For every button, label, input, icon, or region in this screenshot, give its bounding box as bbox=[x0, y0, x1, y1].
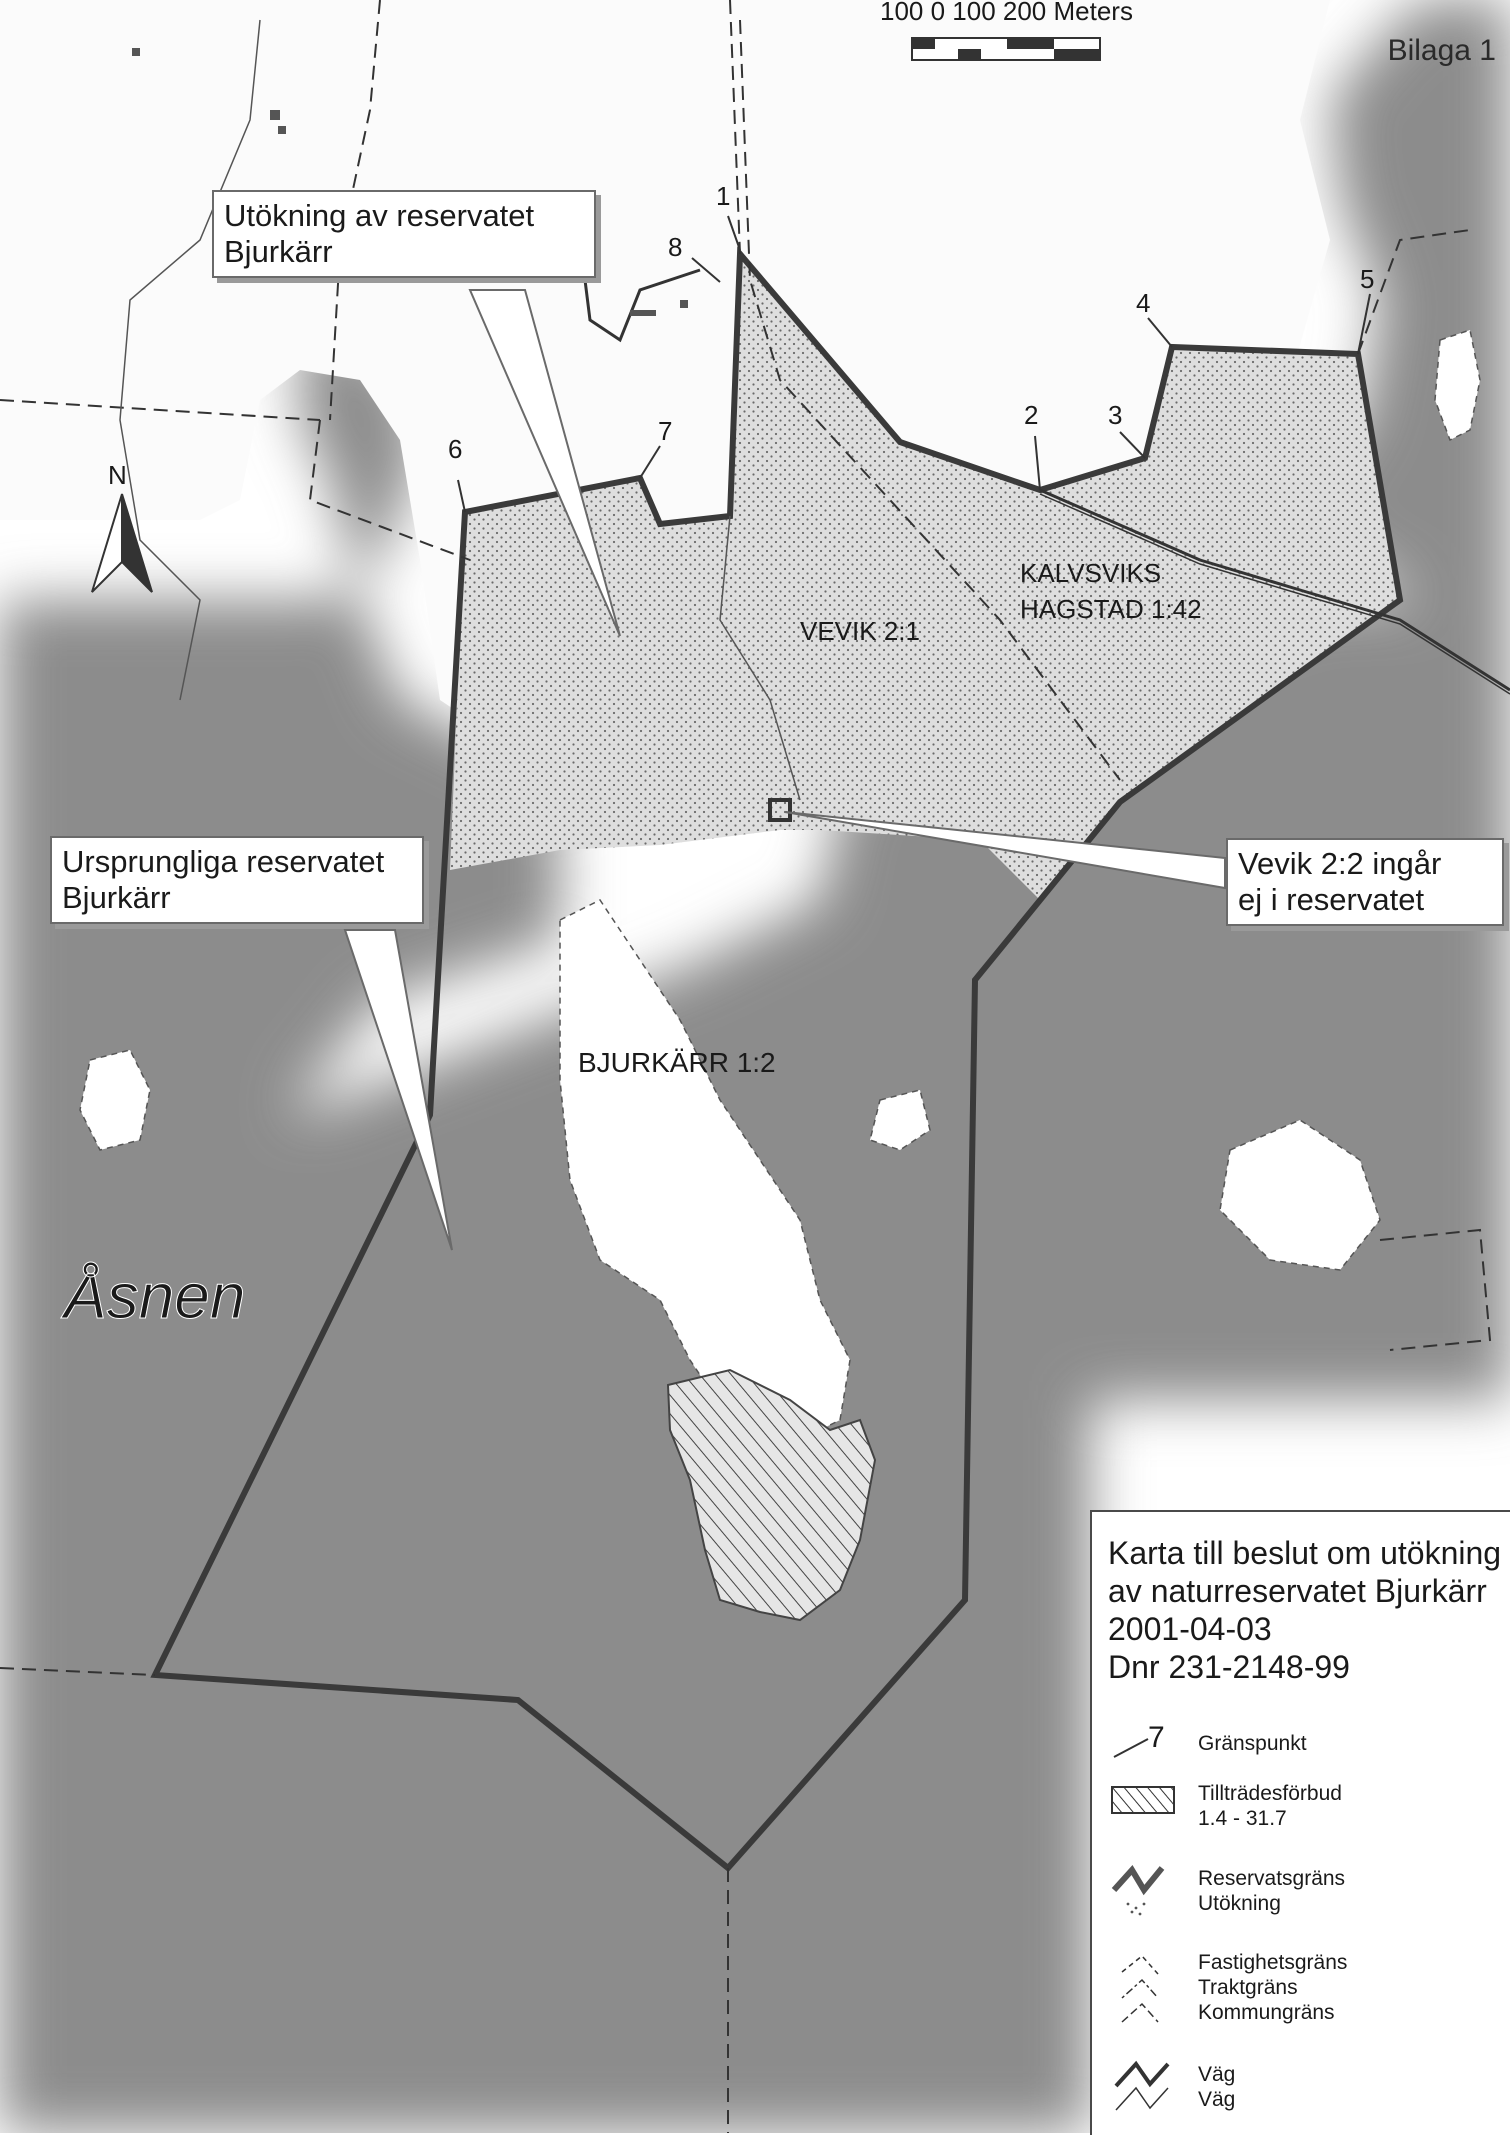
boundary-point-8: 8 bbox=[668, 232, 682, 262]
legend-title: Karta till beslut om utökning av naturre… bbox=[1108, 1535, 1502, 1685]
expansion-area bbox=[450, 254, 1400, 900]
legend-access-prohibition-label: Tillträdesförbud 1.4 - 31.7 bbox=[1198, 1782, 1342, 1830]
legend-item-boundary-point: 7 Gränspunkt bbox=[1108, 1721, 1508, 1767]
boundary-point-6: 6 bbox=[448, 434, 462, 464]
legend-reserve-boundary-label: Reservatsgräns Utökning bbox=[1198, 1867, 1346, 1915]
boundary-point-7: 7 bbox=[658, 416, 672, 446]
buildings bbox=[132, 48, 792, 822]
boundary-point-3: 3 bbox=[1108, 400, 1122, 430]
vevik22-callout-pointer bbox=[784, 811, 1226, 890]
callout-expansion: Utökning av reservatet Bjurkärr bbox=[212, 190, 596, 278]
place-name-kalvsviks-line1: KALVSVIKS bbox=[1020, 558, 1161, 588]
road-symbol bbox=[1114, 2060, 1170, 2111]
north-arrow: N bbox=[91, 460, 153, 593]
legend-boundary-point-label: Gränspunkt bbox=[1198, 1732, 1307, 1755]
boundary-point-4: 4 bbox=[1136, 288, 1150, 318]
streams bbox=[119, 19, 801, 801]
place-name-bjurkarr12: BJURKÄRR 1:2 bbox=[578, 1047, 776, 1078]
callout-vevik22: Vevik 2:2 ingår ej i reservatet bbox=[1226, 838, 1504, 926]
legend-item-reserve-boundary: Reservatsgräns Utökning bbox=[1108, 1862, 1508, 1922]
callout-original: Ursprungliga reservatet Bjurkärr bbox=[50, 836, 424, 924]
scale-bar-label: 100 0 100 200 Meters bbox=[880, 0, 1133, 26]
document-label: Bilaga 1 bbox=[1387, 34, 1496, 67]
boundary-point-5: 5 bbox=[1360, 264, 1374, 294]
legend-boundary-point-number: 7 bbox=[1148, 1721, 1165, 1754]
reserve-boundary-symbol bbox=[1111, 1864, 1165, 1916]
legend: Karta till beslut om utökning av naturre… bbox=[1090, 1510, 1510, 2135]
place-name-vevik21: VEVIK 2:1 bbox=[800, 616, 920, 646]
scale-bar: 100 0 100 200 Meters bbox=[880, 0, 1133, 61]
hatch-symbol bbox=[1111, 1786, 1175, 1814]
boundary-point-2: 2 bbox=[1024, 400, 1038, 430]
place-name-kalvsviks-line2: HAGSTAD 1:42 bbox=[1020, 594, 1202, 624]
boundary-point-numbers: 1 2 3 4 5 6 7 8 bbox=[448, 181, 1374, 464]
north-arrow-label: N bbox=[108, 460, 127, 490]
legend-boundaries-label: Fastighetsgräns Traktgräns Kommungräns bbox=[1198, 1951, 1348, 2024]
legend-item-access-prohibition: Tillträdesförbud 1.4 - 31.7 bbox=[1108, 1777, 1508, 1837]
lake-name-asnen: Åsnen bbox=[60, 1260, 245, 1332]
access-prohibition-area bbox=[666, 1368, 877, 1622]
boundary-point-symbol bbox=[1113, 1738, 1149, 1758]
boundary-lines-symbol bbox=[1121, 1954, 1159, 2023]
original-callout-pointer bbox=[343, 929, 453, 1251]
land-north bbox=[0, 0, 1330, 740]
boundary-point-1: 1 bbox=[716, 181, 730, 211]
boundary-point-leaders bbox=[457, 215, 1371, 513]
islands bbox=[79, 329, 1481, 1451]
legend-roads-label: Väg Väg bbox=[1198, 2063, 1236, 2111]
legend-item-boundaries: Fastighetsgräns Traktgräns Kommungräns bbox=[1108, 1950, 1508, 2030]
roads bbox=[578, 239, 1510, 695]
expansion-callout-pointer bbox=[468, 289, 621, 637]
legend-item-roads: Väg Väg bbox=[1108, 2058, 1508, 2118]
